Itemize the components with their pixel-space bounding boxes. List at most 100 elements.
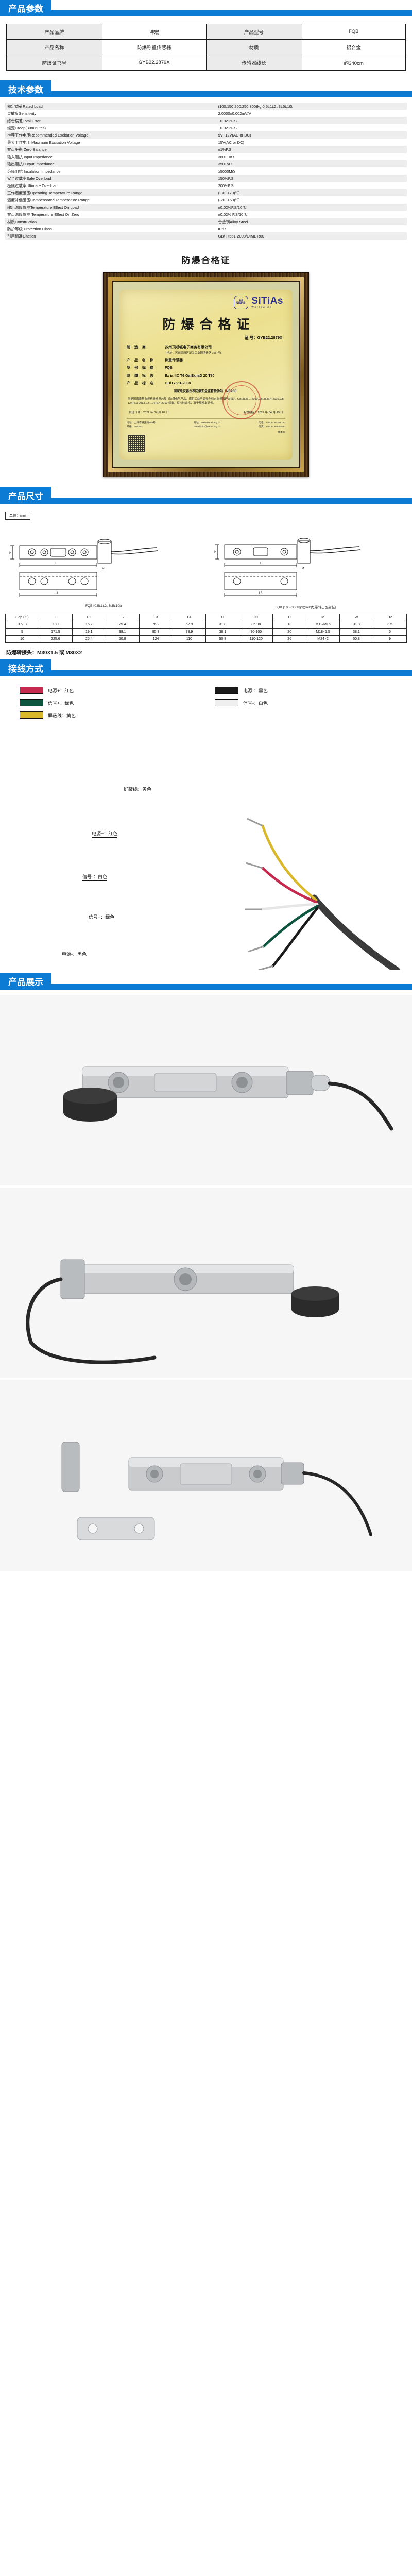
banner-bar bbox=[0, 670, 412, 676]
tech-param-label: 输入阻抗 Input Impedance bbox=[5, 153, 214, 160]
tech-param-value: GB/T7551-2008/OIML R60 bbox=[214, 232, 407, 240]
dimension-cell: 31.8 bbox=[339, 621, 373, 629]
sitias-wordmark: SiTiAs bbox=[251, 295, 283, 307]
banner-bar bbox=[0, 984, 412, 990]
wire-label-shield: 屏蔽线：黄色 bbox=[124, 786, 152, 793]
tech-param-value: 5V~12V(AC or DC) bbox=[214, 131, 407, 139]
certificate-valid-date: 有效期至：2027 年 04 月 19 日 bbox=[243, 411, 283, 414]
section-banner-gallery: 产品展示 bbox=[0, 973, 412, 990]
tech-param-label: 输出温度影响Temperature Effect On Load bbox=[5, 204, 214, 211]
section-title-product-params: 产品参数 bbox=[0, 0, 52, 16]
tech-param-value: (-20~+60)℃ bbox=[214, 196, 407, 204]
dimension-cell: 38.1 bbox=[105, 628, 140, 636]
tech-param-label: 输出阻抗Output Impedance bbox=[5, 160, 214, 167]
param-key: 传感器线长 bbox=[205, 55, 302, 71]
dimension-column-header: H bbox=[205, 614, 240, 621]
badge-name-text: NEPSI bbox=[235, 301, 247, 306]
tech-param-value: ±0.02%F.S bbox=[214, 117, 407, 124]
tech-param-label: 引用标准Citation bbox=[5, 232, 214, 240]
nepsi-badge-icon: Ex NEPSI bbox=[234, 296, 249, 309]
sitias-logo: SiTiAs Worldwide bbox=[251, 295, 283, 308]
table-row: 产品品牌 坤宏 产品型号 FQB bbox=[6, 24, 406, 40]
dimension-cell: 3.5 bbox=[372, 621, 407, 629]
section-title-dimensions: 产品尺寸 bbox=[0, 487, 52, 504]
dimension-cell: 38.1 bbox=[339, 628, 373, 636]
tech-param-value: 380±10Ω bbox=[214, 153, 407, 160]
tech-param-label: 温度补偿范围Compensated Temperature Range bbox=[5, 196, 214, 204]
dimension-column-header: L bbox=[38, 614, 73, 621]
svg-text:H: H bbox=[214, 551, 216, 554]
banner-bar bbox=[0, 10, 412, 16]
product-photo-2 bbox=[0, 1188, 412, 1378]
certificate-field-value: Ex ia ⅡC T6 Ga Ex iaD 20 T80 bbox=[165, 374, 215, 378]
table-row: 产品名称 防爆称重传感器 材质 铝合金 bbox=[6, 39, 406, 55]
dimension-cell: 25.4 bbox=[105, 621, 140, 629]
tech-param-value: 2.0000±0.002mV/V bbox=[214, 110, 407, 117]
dimension-cell: 90-100 bbox=[239, 628, 273, 636]
dimensions-section: 单位：mm bbox=[0, 504, 412, 660]
tech-param-label: 绝缘阻抗 Insulation Impedance bbox=[5, 167, 214, 175]
certificate-number: 证 号：GYB22.2879X bbox=[127, 335, 285, 345]
certificate-document: Ex NEPSI SiTiAs Worldwide 防爆合格证 证 号：GYB2… bbox=[119, 290, 293, 460]
dimension-cell: 95.3 bbox=[139, 628, 173, 636]
product-photo-1 bbox=[0, 995, 412, 1185]
sitias-tagline: Worldwide bbox=[251, 305, 272, 308]
qr-code bbox=[128, 435, 145, 452]
wire-label-signal-negative: 信号-：白色 bbox=[82, 873, 107, 881]
section-banner-dimensions: 产品尺寸 bbox=[0, 487, 412, 504]
dimension-cell: 9 bbox=[372, 635, 407, 643]
tech-param-value: ≥5000MΩ bbox=[214, 167, 407, 175]
dimension-column-header: W bbox=[339, 614, 373, 621]
param-value: GYB22.2879X bbox=[102, 55, 207, 71]
dimension-cell: 52.9 bbox=[172, 621, 207, 629]
dimension-cell: M12/M16 bbox=[306, 621, 340, 629]
dimension-cell: 110-120 bbox=[239, 635, 273, 643]
svg-text:L: L bbox=[260, 562, 262, 565]
dimension-cell: 13 bbox=[272, 621, 307, 629]
tech-param-label: 零点平衡 Zero Balance bbox=[5, 146, 214, 153]
drawing-right: L L3 H M bbox=[209, 525, 406, 602]
footer-website: 网址：www.nepsi.org.cn bbox=[194, 421, 220, 425]
table-row: 零点温度影响 Temperature Effect On Zero±0.02% … bbox=[5, 211, 407, 218]
dimension-cell: M24×2 bbox=[306, 635, 340, 643]
wiring-section: 电源+：红色电源-：黑色信号+：绿色信号-：白色屏蔽线：黄色 屏蔽线：黄色 电源… bbox=[0, 676, 412, 973]
dimension-cell: 50.8 bbox=[205, 635, 240, 643]
tech-param-label: 防护等级 Protection Class bbox=[5, 225, 214, 232]
drawing-caption-right: FQB (100~300kg/理railt式,带转出型封板) bbox=[275, 606, 336, 609]
certificate-photo: Ex NEPSI SiTiAs Worldwide 防爆合格证 证 号：GYB2… bbox=[0, 272, 412, 487]
dimension-cell: 31.8 bbox=[205, 621, 240, 629]
table-row: 工作温度范围Operating Temperature Range(-30~+7… bbox=[5, 189, 407, 196]
tech-param-label: 灵敏度Sensitivity bbox=[5, 110, 214, 117]
footer-address: 地址：上海市满玉路103号 bbox=[127, 421, 156, 425]
certificate-field-value: 称重传感器 bbox=[165, 359, 183, 362]
tech-param-value: ±1%F.S bbox=[214, 146, 407, 153]
certificate-version: 版本06 bbox=[278, 431, 285, 434]
section-title-wiring: 接线方式 bbox=[0, 659, 52, 676]
param-key: 产品名称 bbox=[6, 39, 102, 55]
dimension-cell: 20 bbox=[272, 628, 307, 636]
svg-text:H: H bbox=[9, 552, 11, 555]
dimension-cell: 85-98 bbox=[239, 621, 273, 629]
dimension-cell: 15.7 bbox=[72, 621, 106, 629]
param-value: 铝合金 bbox=[301, 39, 406, 55]
product-photo-3-illustration bbox=[0, 1380, 412, 1571]
dimension-cell: 5 bbox=[372, 628, 407, 636]
tech-params-section: 额定载荷Rated Load(100,150,200,250.300)kg,0.… bbox=[0, 97, 412, 244]
table-row: 蠕变Creep(30minutes)±0.02%F.S bbox=[5, 124, 407, 131]
tech-param-label: 最大工作电压 Maximum Excitation Voltage bbox=[5, 139, 214, 146]
svg-text:L3: L3 bbox=[55, 592, 58, 595]
product-gallery bbox=[0, 990, 412, 1571]
product-params-section: 产品品牌 坤宏 产品型号 FQB 产品名称 防爆称重传感器 材质 铝合金 防爆证… bbox=[0, 16, 412, 74]
dimension-column-header: M bbox=[306, 614, 340, 621]
wire-color-legend: 电源+：红色电源-：黑色信号+：绿色信号-：白色屏蔽线：黄色 bbox=[5, 685, 407, 721]
tech-param-label: 零点温度影响 Temperature Effect On Zero bbox=[5, 211, 214, 218]
